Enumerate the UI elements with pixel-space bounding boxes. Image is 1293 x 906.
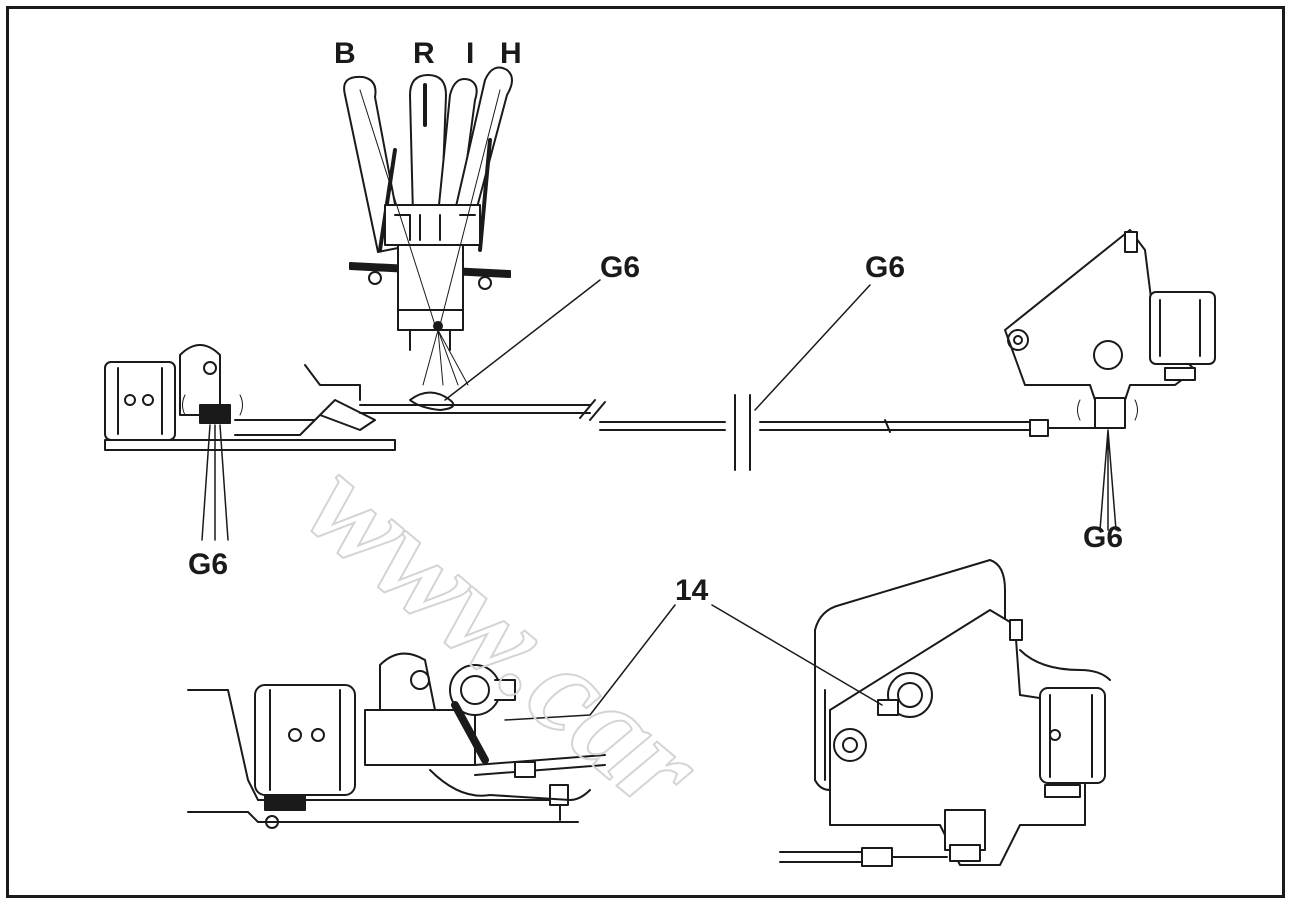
callout-part-14: 14 bbox=[675, 574, 709, 607]
lower-left-mechanism bbox=[187, 652, 606, 829]
lever-label-b: B bbox=[334, 37, 356, 70]
callout-g6-right: G6 bbox=[865, 251, 905, 284]
g6-center-leader bbox=[444, 279, 601, 401]
callout-g6-right-bottom: G6 bbox=[1083, 521, 1123, 554]
gear-lever-assembly bbox=[343, 66, 513, 411]
lever-label-i: I bbox=[466, 37, 474, 70]
lever-label-r: R bbox=[413, 37, 435, 70]
right-linkage-mechanism bbox=[1004, 229, 1216, 531]
lower-right-mechanism bbox=[779, 559, 1111, 867]
g6-right-leader bbox=[754, 284, 871, 411]
callout-g6-left-bottom: G6 bbox=[188, 548, 228, 581]
left-linkage-mechanism bbox=[104, 344, 396, 541]
part-14-leader-left bbox=[504, 604, 676, 721]
lever-label-h: H bbox=[500, 37, 522, 70]
part-14-leader-right bbox=[711, 604, 883, 706]
linkage-rod bbox=[359, 394, 1031, 471]
callout-g6-center: G6 bbox=[600, 251, 640, 284]
